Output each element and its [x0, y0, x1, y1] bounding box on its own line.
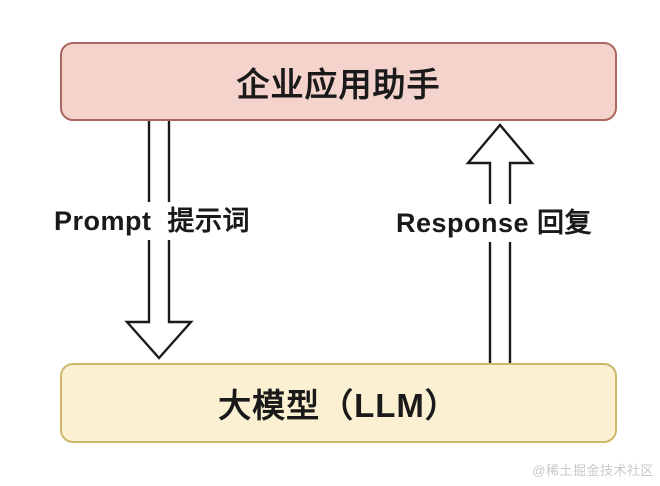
response-up-arrow-icon	[465, 123, 535, 367]
node-enterprise-app-assistant: 企业应用助手	[60, 42, 617, 121]
node-enterprise-app-assistant-label: 企业应用助手	[236, 65, 441, 103]
node-llm: 大模型（LLM）	[60, 363, 617, 443]
prompt-arrow-label: Prompt 提示词	[52, 202, 253, 241]
watermark: @稀土掘金技术社区	[532, 463, 654, 478]
node-llm-label: 大模型（LLM）	[218, 387, 459, 424]
response-arrow-label: Response 回复	[394, 204, 595, 243]
